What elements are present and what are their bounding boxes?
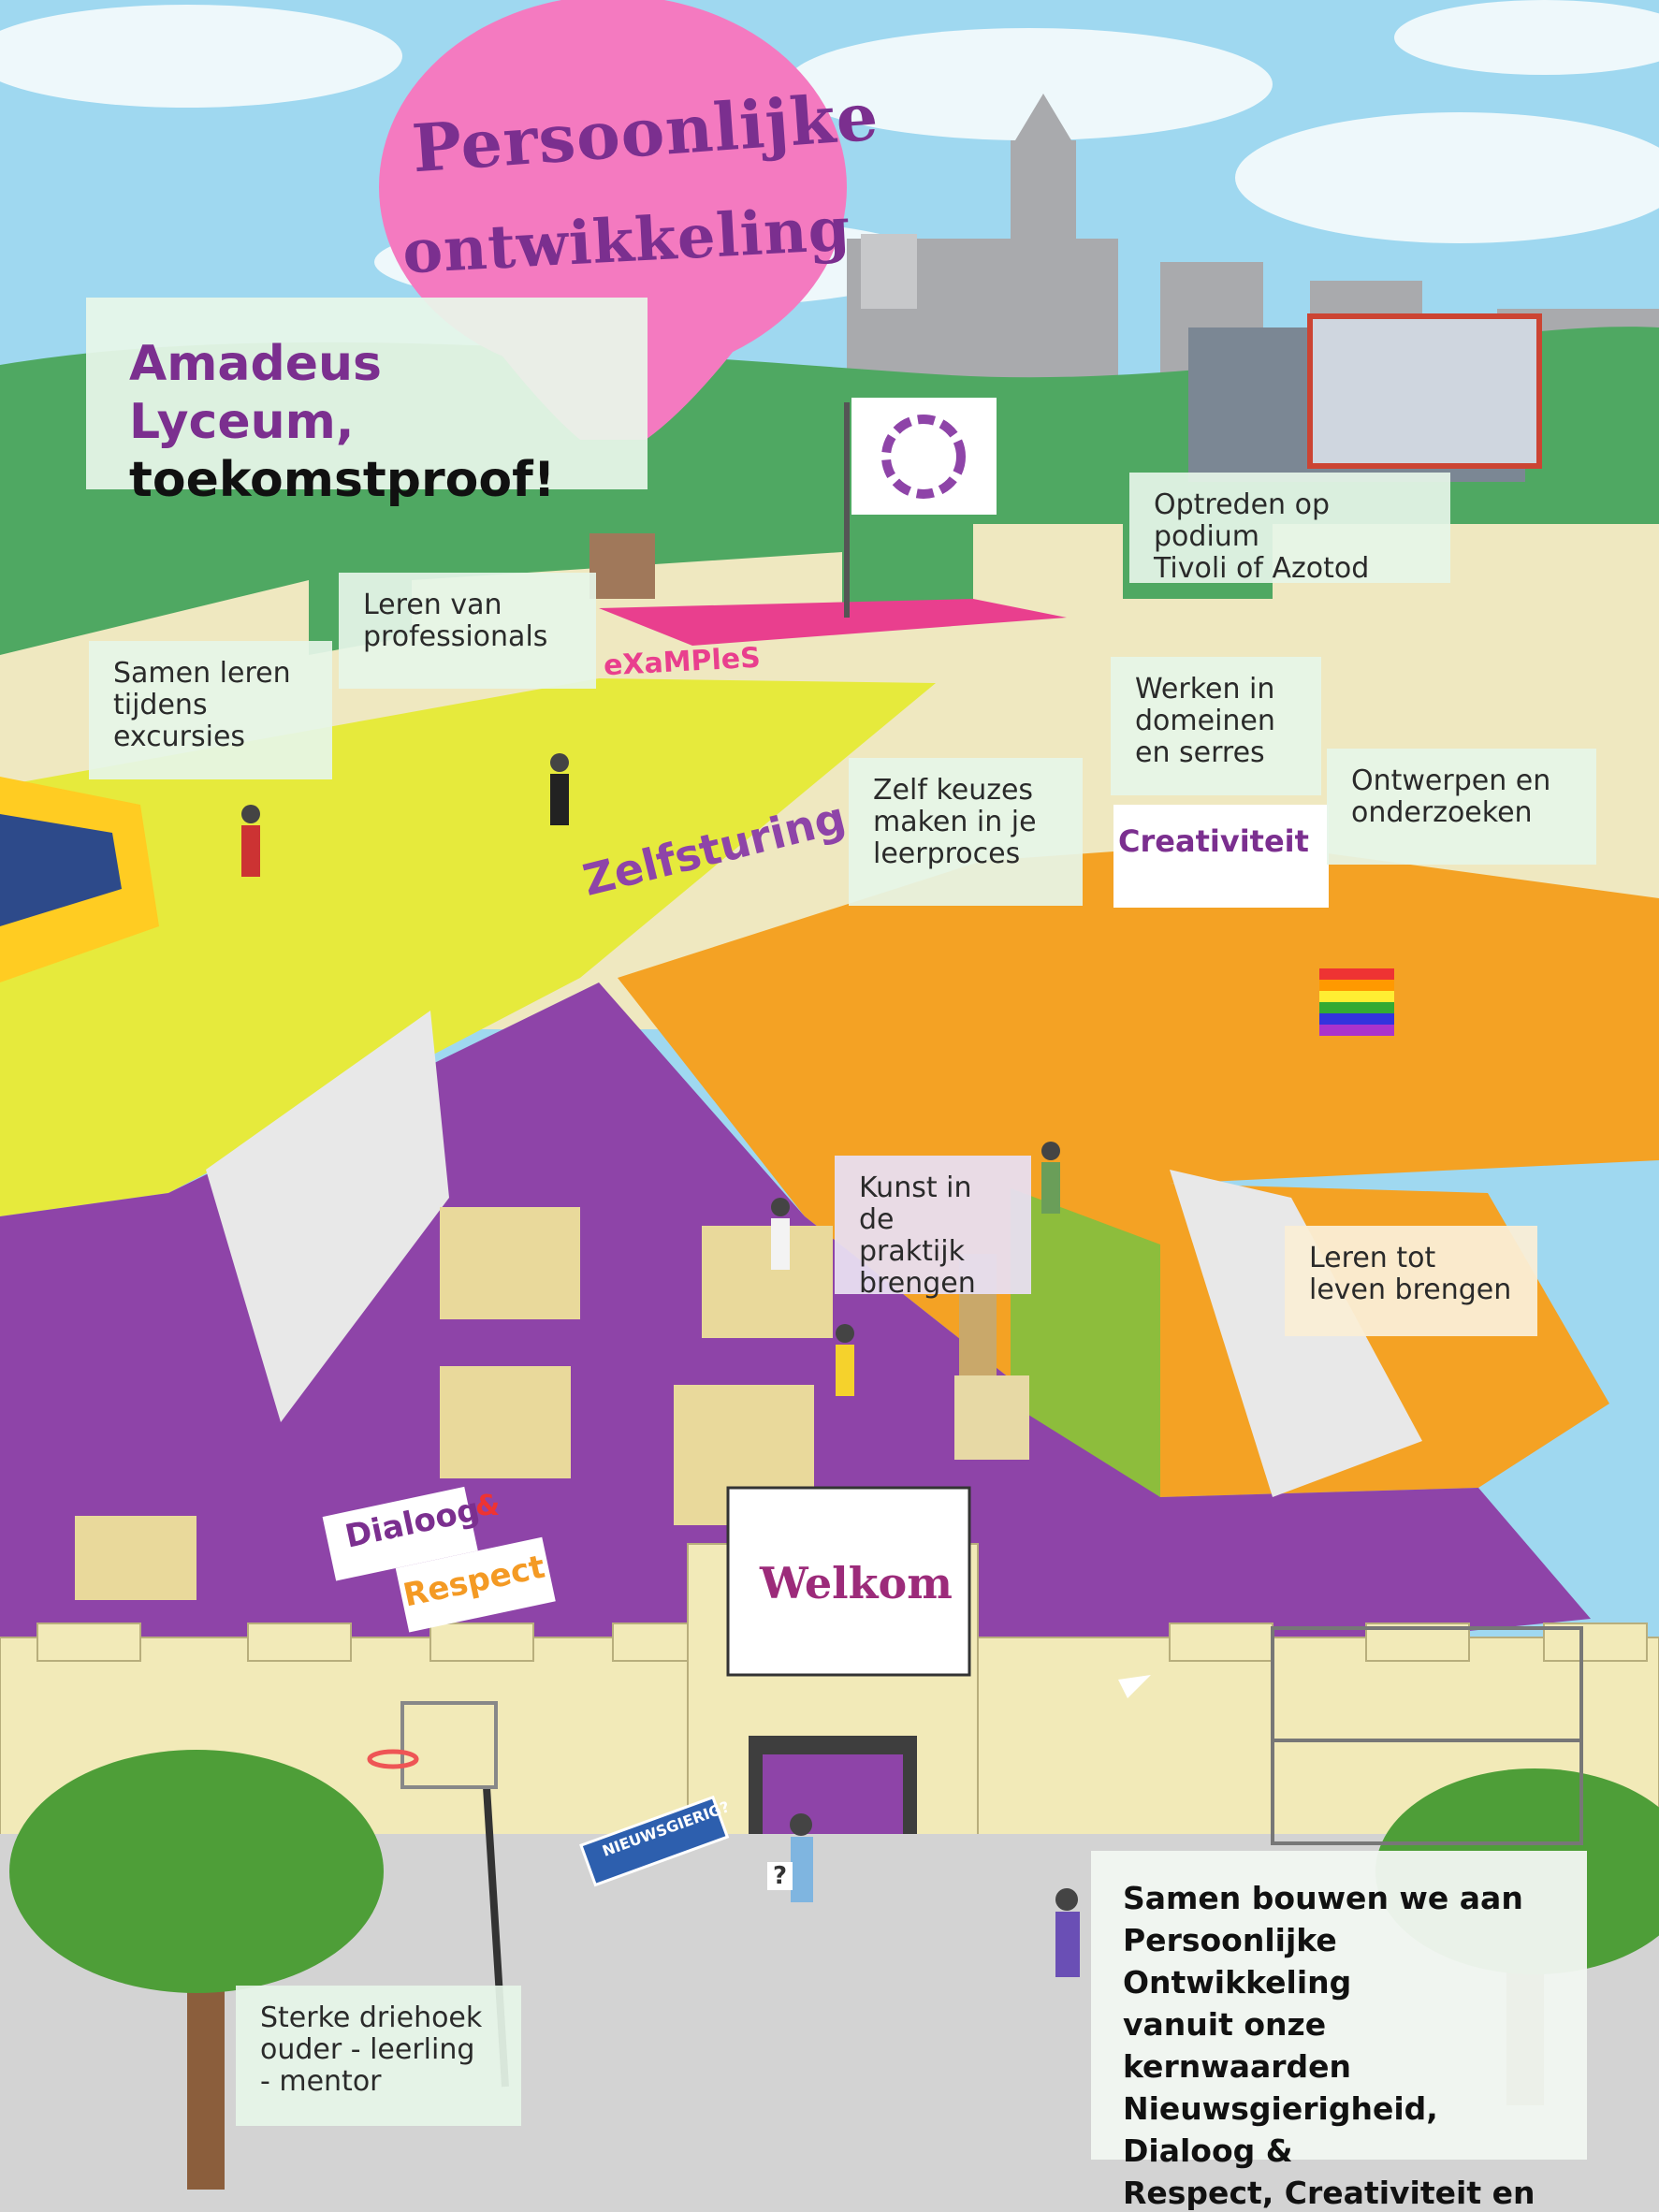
- yellow-floor: [0, 678, 936, 1216]
- welkom-sign-text: Welkom: [760, 1558, 953, 1608]
- paper-plane-icon: [1118, 1675, 1151, 1698]
- label-ontwerpen: Ontwerpen en onderzoeken: [1327, 749, 1596, 865]
- people: [241, 753, 1080, 1977]
- label-driehoek: Sterke driehoek ouder - leerling - mento…: [236, 1986, 521, 2126]
- school-name: Amadeus Lyceum,: [129, 336, 382, 450]
- label-domeinen: Werken in domeinen en serres: [1111, 657, 1321, 795]
- creativiteit-sign-text: Creativiteit: [1118, 823, 1309, 859]
- ampersand-sign-text: &: [475, 1490, 501, 1522]
- flag-circle-icon: [844, 398, 997, 618]
- label-excursies: Samen leren tijdens excursies: [89, 641, 332, 779]
- welkom-board: [726, 1486, 971, 1677]
- main-title-box: Amadeus Lyceum, toekomstproof!: [86, 298, 648, 508]
- rainbow-flag-icon: [1319, 968, 1394, 1036]
- values-statement: Samen bouwen we aan Persoonlijke Ontwikk…: [1091, 1851, 1587, 2211]
- label-leven: Leren tot leven brengen: [1285, 1226, 1537, 1336]
- picnic-tables: [75, 1207, 833, 1600]
- creativity-board: [1113, 805, 1329, 908]
- scaffolding: [1271, 1626, 1583, 1845]
- tagline: toekomstproof!: [129, 452, 556, 508]
- label-kunst: Kunst in de praktijk brengen: [835, 1156, 1031, 1300]
- question-sign-text: ?: [767, 1862, 793, 1890]
- nieuwsgierig-sign: [579, 1795, 730, 1887]
- striped-wall: [1011, 1188, 1160, 1497]
- label-podium: Optreden op podium Tivoli of Azotod: [1129, 473, 1450, 585]
- tivoli-building: [1188, 313, 1542, 482]
- label-keuzes: Zelf keuzes maken in je leerproces: [849, 758, 1083, 906]
- label-professionals: Leren van professionals: [339, 573, 596, 689]
- left-stairs: [206, 1011, 449, 1422]
- pink-platform: [599, 599, 1067, 646]
- dialoog-sign: [322, 1486, 556, 1633]
- train-icon: [0, 777, 159, 982]
